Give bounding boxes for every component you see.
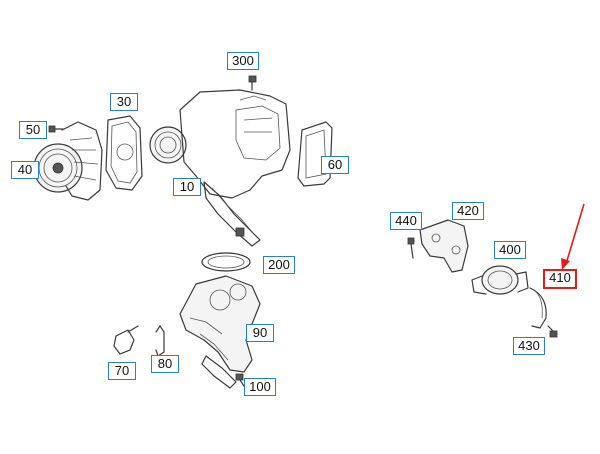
part-30-gasket: [105, 115, 143, 191]
callout-10[interactable]: 10: [173, 178, 201, 196]
callout-50[interactable]: 50: [19, 121, 47, 139]
highlight-arrow: [561, 203, 585, 270]
callout-40[interactable]: 40: [11, 161, 39, 179]
part-70-sensor: [113, 325, 139, 355]
callout-70[interactable]: 70: [108, 362, 136, 380]
callout-80[interactable]: 80: [151, 355, 179, 373]
callout-420[interactable]: 420: [452, 202, 484, 220]
part-410-clamp: [529, 287, 547, 329]
part-440-bolt: [407, 237, 415, 259]
part-90-lower-housing: [179, 275, 261, 389]
callout-100[interactable]: 100: [244, 378, 276, 396]
part-10-housing: [149, 89, 291, 247]
part-40-pump-pulley: [33, 121, 103, 201]
part-80-clip: [155, 325, 165, 357]
part-420-bracket: [419, 219, 469, 273]
part-50-bolt: [48, 125, 64, 133]
callout-400[interactable]: 400: [494, 241, 526, 259]
callout-410[interactable]: 410: [543, 269, 577, 289]
callout-430[interactable]: 430: [513, 337, 545, 355]
part-400-aux-pump: [471, 265, 529, 295]
callout-90[interactable]: 90: [246, 324, 274, 342]
part-300-bolt: [248, 75, 257, 91]
part-60-cover: [297, 121, 333, 187]
part-200-seal-rings: [201, 252, 251, 272]
part-100-bolt: [235, 373, 245, 387]
callout-60[interactable]: 60: [321, 156, 349, 174]
callout-30[interactable]: 30: [110, 93, 138, 111]
callout-300[interactable]: 300: [227, 52, 259, 70]
part-430-bolt: [547, 325, 558, 338]
callout-200[interactable]: 200: [263, 256, 295, 274]
callout-440[interactable]: 440: [390, 212, 422, 230]
